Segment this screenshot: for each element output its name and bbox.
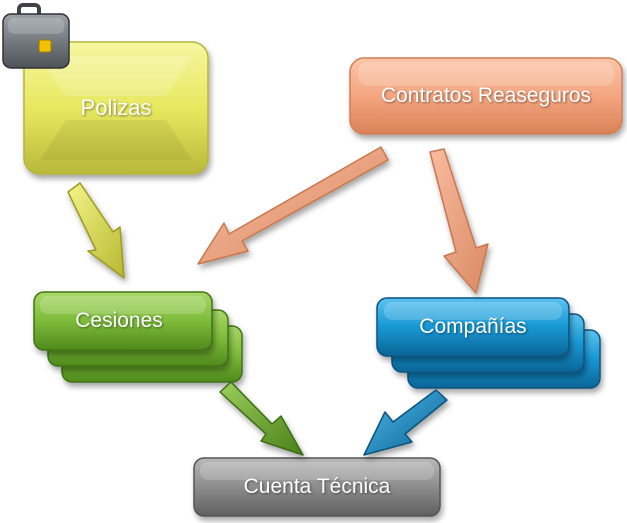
arrow-companias-to-cuenta	[363, 389, 448, 456]
contratos-reaseguros-label: Contratos Reaseguros	[380, 84, 592, 107]
briefcase-icon	[2, 3, 70, 69]
arrow-polizas-to-cesiones	[67, 182, 125, 279]
cuenta-tecnica-label: Cuenta Técnica	[243, 475, 391, 498]
arrow-contratos-to-cesiones	[197, 146, 389, 265]
arrow-contratos-to-companias	[429, 148, 489, 294]
node-cuenta-tecnica	[193, 457, 441, 517]
node-cesiones	[33, 291, 243, 383]
arrow-cesiones-to-cuenta	[219, 381, 304, 456]
node-contratos-reaseguros	[349, 57, 623, 135]
node-companias	[376, 297, 601, 389]
companias-label: Compañías	[419, 315, 527, 338]
polizas-label: Polizas	[80, 95, 152, 120]
cesiones-label: Cesiones	[75, 309, 163, 332]
node-polizas	[23, 41, 209, 175]
